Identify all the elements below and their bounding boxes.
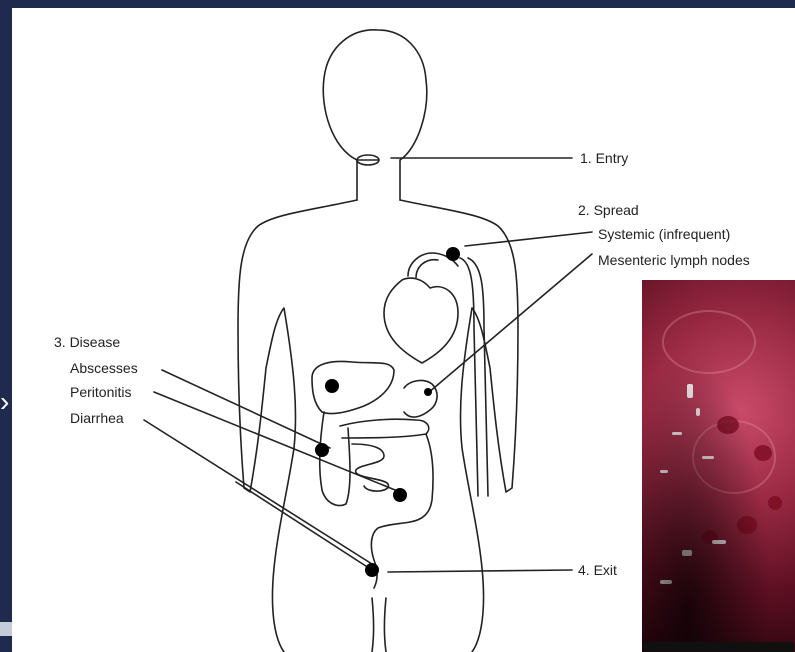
right-body-outline xyxy=(400,200,518,652)
label-mesenteric: Mesenteric lymph nodes xyxy=(598,252,750,268)
photo-caption-bar xyxy=(644,642,794,652)
label-systemic: Systemic (infrequent) xyxy=(598,226,730,242)
endoscopy-photo xyxy=(642,280,795,652)
diagram-canvas: 1. Entry 2. Spread Systemic (infrequent)… xyxy=(12,8,795,652)
small-intestine xyxy=(352,444,388,491)
dot-peritonitis xyxy=(393,488,407,502)
label-diarrhea: Diarrhea xyxy=(70,410,124,426)
neck-outline xyxy=(357,160,400,200)
label-spread: 2. Spread xyxy=(578,202,639,218)
transverse-colon xyxy=(340,419,429,438)
bullet-fragment: › xyxy=(0,392,10,412)
ascending-colon xyxy=(320,412,350,505)
label-entry: 1. Entry xyxy=(580,150,628,166)
dot-liver xyxy=(325,379,339,393)
stomach-outline xyxy=(404,381,437,418)
label-disease: 3. Disease xyxy=(54,334,120,350)
dot-abscess xyxy=(315,443,329,457)
label-exit: 4. Exit xyxy=(578,562,617,578)
left-body-outline xyxy=(238,200,357,652)
liver-outline xyxy=(312,361,394,413)
dot-systemic xyxy=(446,247,460,261)
label-peritonitis: Peritonitis xyxy=(70,384,131,400)
descending-colon xyxy=(410,434,433,522)
label-abscesses: Abscesses xyxy=(70,360,138,376)
heart-outline xyxy=(384,278,458,363)
head-outline xyxy=(323,30,427,160)
legs-outline xyxy=(372,598,386,652)
dot-exit xyxy=(365,563,379,577)
rectum-outline xyxy=(371,522,410,588)
dot-mesenteric xyxy=(424,388,432,396)
